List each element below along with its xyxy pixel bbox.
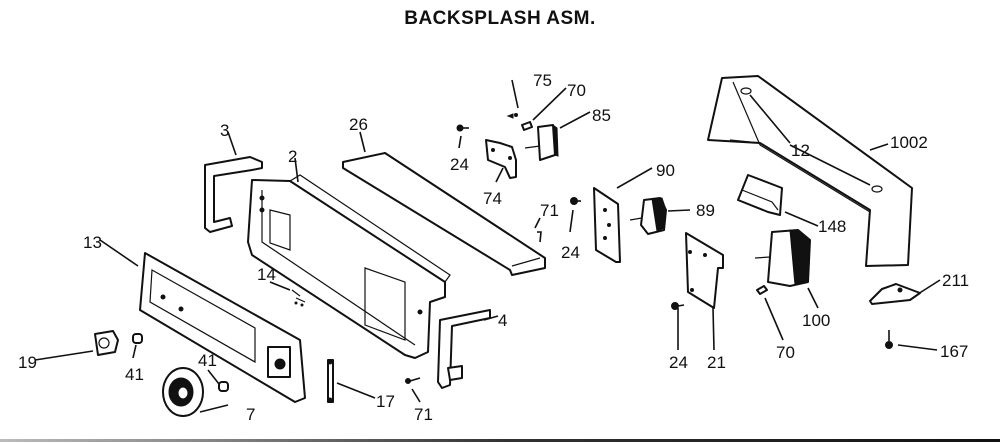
label-167: 167 bbox=[940, 342, 968, 361]
part-74-bracket bbox=[485, 139, 517, 179]
part-26-cover bbox=[342, 152, 546, 276]
part-4-bracket bbox=[437, 309, 491, 389]
part-19-knob bbox=[94, 330, 119, 356]
part-89-motor bbox=[629, 197, 667, 235]
label-4: 4 bbox=[498, 311, 507, 330]
part-75-screw bbox=[506, 113, 518, 119]
part-71-screw-a bbox=[537, 231, 542, 243]
part-24-screw-c bbox=[671, 302, 685, 310]
label-21: 21 bbox=[707, 353, 726, 372]
label-14: 14 bbox=[257, 265, 276, 284]
label-211: 211 bbox=[942, 271, 969, 290]
part-71-screw-b bbox=[405, 377, 421, 384]
part-70-screw-a bbox=[521, 121, 533, 131]
label-1002: 1002 bbox=[890, 133, 928, 152]
part-17-rod bbox=[327, 359, 334, 403]
part-211-bracket bbox=[869, 283, 921, 305]
bottom-rule bbox=[0, 439, 1000, 442]
part-24-screw-a bbox=[456, 124, 469, 132]
part-41-cap-a bbox=[132, 333, 143, 344]
part-7-timer-knob bbox=[162, 367, 204, 417]
part-2-housing bbox=[247, 174, 451, 359]
label-24-a: 24 bbox=[450, 155, 469, 174]
part-167-screw bbox=[885, 330, 893, 349]
part-148-hinge bbox=[737, 174, 783, 216]
part-85-switch bbox=[524, 123, 559, 161]
part-14-clip bbox=[291, 289, 306, 307]
part-13-faceplate bbox=[139, 252, 306, 403]
part-labels: 3 2 26 24 74 75 70 85 71 24 90 89 12 100… bbox=[18, 71, 969, 424]
part-24-screw-b bbox=[570, 197, 581, 205]
label-71-a: 71 bbox=[540, 201, 559, 220]
label-90: 90 bbox=[656, 161, 675, 180]
part-41-cap-b bbox=[218, 381, 229, 392]
label-24-c: 24 bbox=[669, 353, 688, 372]
diagram-title: BACKSPLASH ASM. bbox=[404, 8, 596, 29]
label-7: 7 bbox=[246, 405, 255, 424]
label-19: 19 bbox=[18, 353, 37, 372]
label-41-b: 41 bbox=[198, 351, 217, 370]
label-89: 89 bbox=[696, 201, 715, 220]
part-100-timer bbox=[754, 229, 811, 287]
part-21-board bbox=[685, 232, 724, 309]
label-17: 17 bbox=[376, 392, 395, 411]
label-13: 13 bbox=[83, 233, 102, 252]
label-85: 85 bbox=[592, 106, 611, 125]
part-90-plate bbox=[593, 187, 621, 263]
label-71-b: 71 bbox=[414, 405, 433, 424]
label-74: 74 bbox=[483, 189, 502, 208]
label-100: 100 bbox=[802, 311, 830, 330]
part-70-screw-b bbox=[756, 285, 768, 295]
leader-lines bbox=[34, 79, 941, 413]
label-24-b: 24 bbox=[561, 243, 580, 262]
part-3-bracket bbox=[204, 156, 263, 233]
label-12: 12 bbox=[791, 141, 810, 160]
label-26: 26 bbox=[349, 115, 368, 134]
label-70-b: 70 bbox=[776, 343, 795, 362]
label-41-a: 41 bbox=[125, 365, 144, 384]
label-3: 3 bbox=[220, 121, 229, 140]
label-148: 148 bbox=[818, 217, 846, 236]
part-1002-backsplash bbox=[707, 75, 913, 267]
label-70-a: 70 bbox=[567, 81, 586, 100]
label-75: 75 bbox=[533, 71, 552, 90]
label-2: 2 bbox=[288, 147, 297, 166]
